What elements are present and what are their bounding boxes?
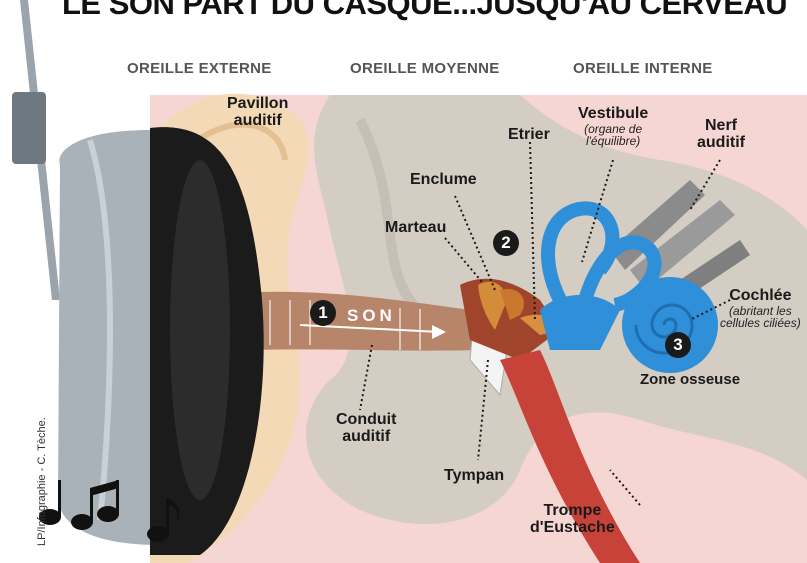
section-inner-ear: OREILLE INTERNE bbox=[573, 61, 713, 77]
label-pavillon: Pavillon auditif bbox=[227, 96, 288, 130]
label-etrier: Etrier bbox=[508, 127, 550, 144]
headphone-cushion-inner bbox=[170, 160, 230, 500]
label-vestibule: Vestibule (organe de l'équilibre) bbox=[578, 106, 648, 148]
label-cochlee: Cochlée (abritant les cellules ciliées) bbox=[720, 288, 801, 330]
label-conduit: Conduit auditif bbox=[336, 412, 396, 446]
label-enclume: Enclume bbox=[410, 172, 477, 189]
section-middle-ear: OREILLE MOYENNE bbox=[350, 61, 500, 77]
credit-text: LP/Infographie - C. Tèche. bbox=[36, 406, 48, 546]
step-badge-2: 2 bbox=[493, 230, 519, 256]
label-nerf: Nerf auditif bbox=[697, 118, 745, 152]
diagram-title: LE SON PART DU CASQUE...JUSQU'AU CERVEAU bbox=[62, 0, 787, 22]
step-badge-3: 3 bbox=[665, 332, 691, 358]
section-outer-ear: OREILLE EXTERNE bbox=[127, 61, 272, 77]
step-badge-1: 1 bbox=[310, 300, 336, 326]
label-tympan: Tympan bbox=[444, 468, 504, 485]
label-cochlee-note: (abritant les cellules ciliées) bbox=[720, 305, 801, 330]
label-son: SON bbox=[347, 306, 396, 326]
label-zone-osseuse: Zone osseuse bbox=[640, 372, 740, 388]
headphone-slider bbox=[12, 92, 46, 164]
label-vestibule-name: Vestibule bbox=[578, 105, 648, 122]
label-marteau: Marteau bbox=[385, 220, 446, 237]
label-cochlee-name: Cochlée bbox=[729, 287, 791, 304]
label-trompe: Trompe d'Eustache bbox=[530, 503, 615, 537]
label-vestibule-note: (organe de l'équilibre) bbox=[578, 123, 648, 148]
